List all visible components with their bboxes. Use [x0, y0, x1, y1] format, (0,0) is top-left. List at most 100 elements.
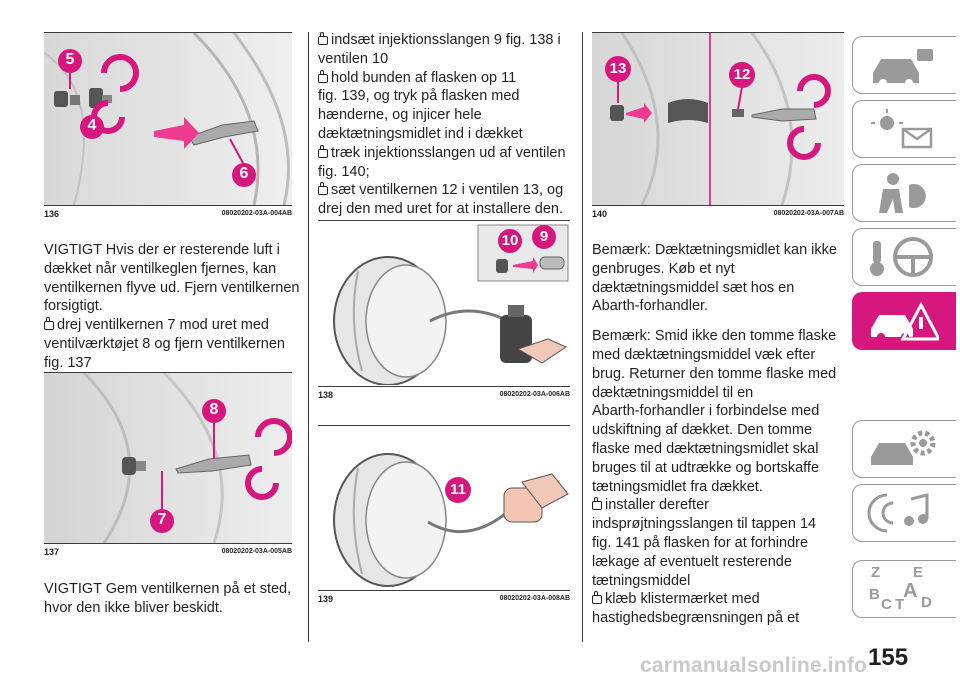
bullet-icon: [318, 182, 328, 196]
figure-code: 08020202-03A-008AB: [499, 595, 570, 602]
column-1-text-a: VIGTIGT Hvis der er resterende luft i dæ…: [44, 241, 300, 373]
figure-bottom-rule: [44, 543, 292, 544]
text-line: Bemærk: Dæktætningsmidlet kan ikke: [592, 242, 837, 258]
figure-code: 08020202-03A-005AB: [221, 548, 292, 555]
callout-label: 7: [157, 511, 167, 528]
text-line: drej ventilkernen 7 mod uret med: [57, 317, 269, 334]
figure-bottom-rule: [592, 205, 844, 206]
figure-137: 8 7: [44, 373, 292, 543]
index-letter: Z: [871, 564, 881, 581]
watermark: carmanualsonline.info: [640, 654, 868, 677]
text-line: ventilkernen flyve ud. Fjern ventilkerne…: [44, 279, 300, 296]
text-line: Bemærk: Smid ikke den tomme flaske: [592, 328, 837, 345]
text-line: klæb klistermærket med: [605, 591, 760, 608]
text-line: dæktætningsmiddel sæt hos en: [592, 279, 795, 296]
text-line: indsæt injektionsslangen 9 fig. 138 i: [331, 32, 561, 48]
callout-label: 8: [209, 401, 219, 418]
text-line: tætningsmiddel: [592, 572, 691, 589]
text-line: med dæktætningsmiddel væk efter: [592, 346, 816, 363]
text-line: bruges til at udtrække og bortskaffe: [592, 459, 820, 476]
side-tab-breakdown[interactable]: [852, 292, 956, 350]
text-line: hastighedsbegrænsningen på et: [592, 610, 800, 627]
figure-number: 137: [44, 547, 60, 557]
side-tab-warning-lights[interactable]: [852, 100, 956, 158]
side-tab-steering-key[interactable]: [852, 228, 956, 286]
figure-number: 139: [318, 594, 334, 604]
figure-140: 13 12: [592, 33, 844, 205]
text-line: hvor den ikke bliver beskidt.: [44, 599, 223, 616]
side-tab-car-dashboard[interactable]: [852, 36, 956, 94]
callout-label: 5: [65, 51, 75, 68]
figure-number: 140: [592, 209, 608, 219]
text-line: udskiftning af dækket. Den tomme: [592, 422, 813, 439]
text-line: dæktætningsmidlet ind i dækket: [318, 125, 523, 142]
figure-code: 08020202-03A-006AB: [499, 391, 570, 398]
figure-bottom-rule: [44, 205, 292, 206]
text-line: hold bunden af flasken op 11: [331, 69, 517, 86]
figure-code: 08020202-03A-007AB: [773, 210, 844, 217]
text-line: flaske med dæktætningsmidlet skal: [592, 440, 819, 457]
bullet-icon: [318, 69, 328, 83]
index-letter: T: [895, 596, 905, 613]
text-line: installer derefter: [605, 497, 709, 514]
text-line: fig. 139, og tryk på flasken med: [318, 88, 520, 105]
car-dashboard-icon: [873, 49, 933, 87]
figure-138: 10 9: [318, 221, 570, 385]
figure-bottom-rule: [318, 386, 570, 387]
side-tab-multimedia[interactable]: [852, 484, 956, 542]
text-line: lækage af eventuelt resterende: [592, 553, 792, 570]
text-line: ventilværktøjet 8 og fjern ventilkernen: [44, 335, 285, 352]
callout-label: 12: [733, 66, 751, 83]
text-line: brug. Returner den tomme flaske med: [592, 365, 837, 382]
figure-number: 136: [44, 209, 60, 219]
text-line: indsprøjtningsslangen til tappen 14: [592, 516, 817, 533]
index-letters-icon: Z E B A C T D: [869, 564, 939, 614]
text-line: tætningsmidlet fra dækket.: [592, 478, 763, 495]
index-letter: C: [881, 596, 892, 613]
text-line: VIGTIGT Hvis der er resterende luft i: [44, 242, 280, 258]
bullet-icon: [592, 591, 602, 605]
text-line: fig. 140;: [318, 163, 370, 180]
side-tab-index[interactable]: Z E B A C T D: [852, 560, 956, 618]
callout-label: 4: [87, 117, 97, 134]
column-divider: [308, 32, 309, 642]
text-line: hænderne, og injicer hele: [318, 107, 482, 124]
callout-label: 6: [239, 165, 249, 182]
warning-lights-icon: [871, 109, 933, 149]
index-letter: B: [869, 586, 880, 603]
text-line: sæt ventilkernen 12 i ventilen 13, og: [331, 182, 564, 199]
index-letter: D: [921, 594, 932, 611]
callout-label: 10: [501, 232, 519, 249]
text-line: fig. 141 på flasken for at forhindre: [592, 534, 809, 551]
index-letter: E: [913, 564, 924, 581]
multimedia-icon: [867, 493, 929, 533]
text-line: træk injektionsslangen ud af ventilen: [331, 144, 566, 161]
figure-top-rule: [44, 32, 292, 33]
column-2-text: indsæt injektionsslangen 9 fig. 138 i ve…: [318, 31, 578, 219]
figure-number: 138: [318, 390, 334, 400]
text-line: fig. 137: [44, 354, 92, 371]
bullet-icon: [318, 32, 328, 45]
column-3-text: Bemærk: Dæktætningsmidlet kan ikke genbr…: [592, 241, 848, 628]
side-tab-airbag-safety[interactable]: [852, 164, 956, 222]
figure-bottom-rule: [318, 590, 570, 591]
figure-136: 5 4 6: [44, 33, 292, 205]
side-tab-maintenance[interactable]: [852, 420, 956, 478]
figure-139: 11: [318, 426, 570, 590]
figure-top-rule: [318, 220, 570, 221]
text-line: dæktætningsmiddel til en: [592, 384, 754, 401]
text-line: Abarth-forhandler.: [592, 298, 709, 315]
airbag-safety-icon: [879, 173, 926, 213]
figure-top-rule: [44, 372, 292, 373]
text-line: VIGTIGT Gem ventilkernen på et sted,: [44, 581, 292, 597]
bullet-icon: [318, 144, 328, 158]
bullet-icon: [592, 497, 602, 511]
breakdown-icon: [871, 301, 939, 341]
callout-label: 9: [539, 228, 549, 245]
column-divider: [582, 32, 583, 642]
text-line: ventilen 10: [318, 50, 389, 67]
callout-label: 11: [450, 481, 466, 498]
text-line: dækket når ventilkeglen fjernes, kan: [44, 260, 277, 277]
bullet-icon: [44, 317, 54, 331]
figure-top-rule: [318, 425, 570, 426]
